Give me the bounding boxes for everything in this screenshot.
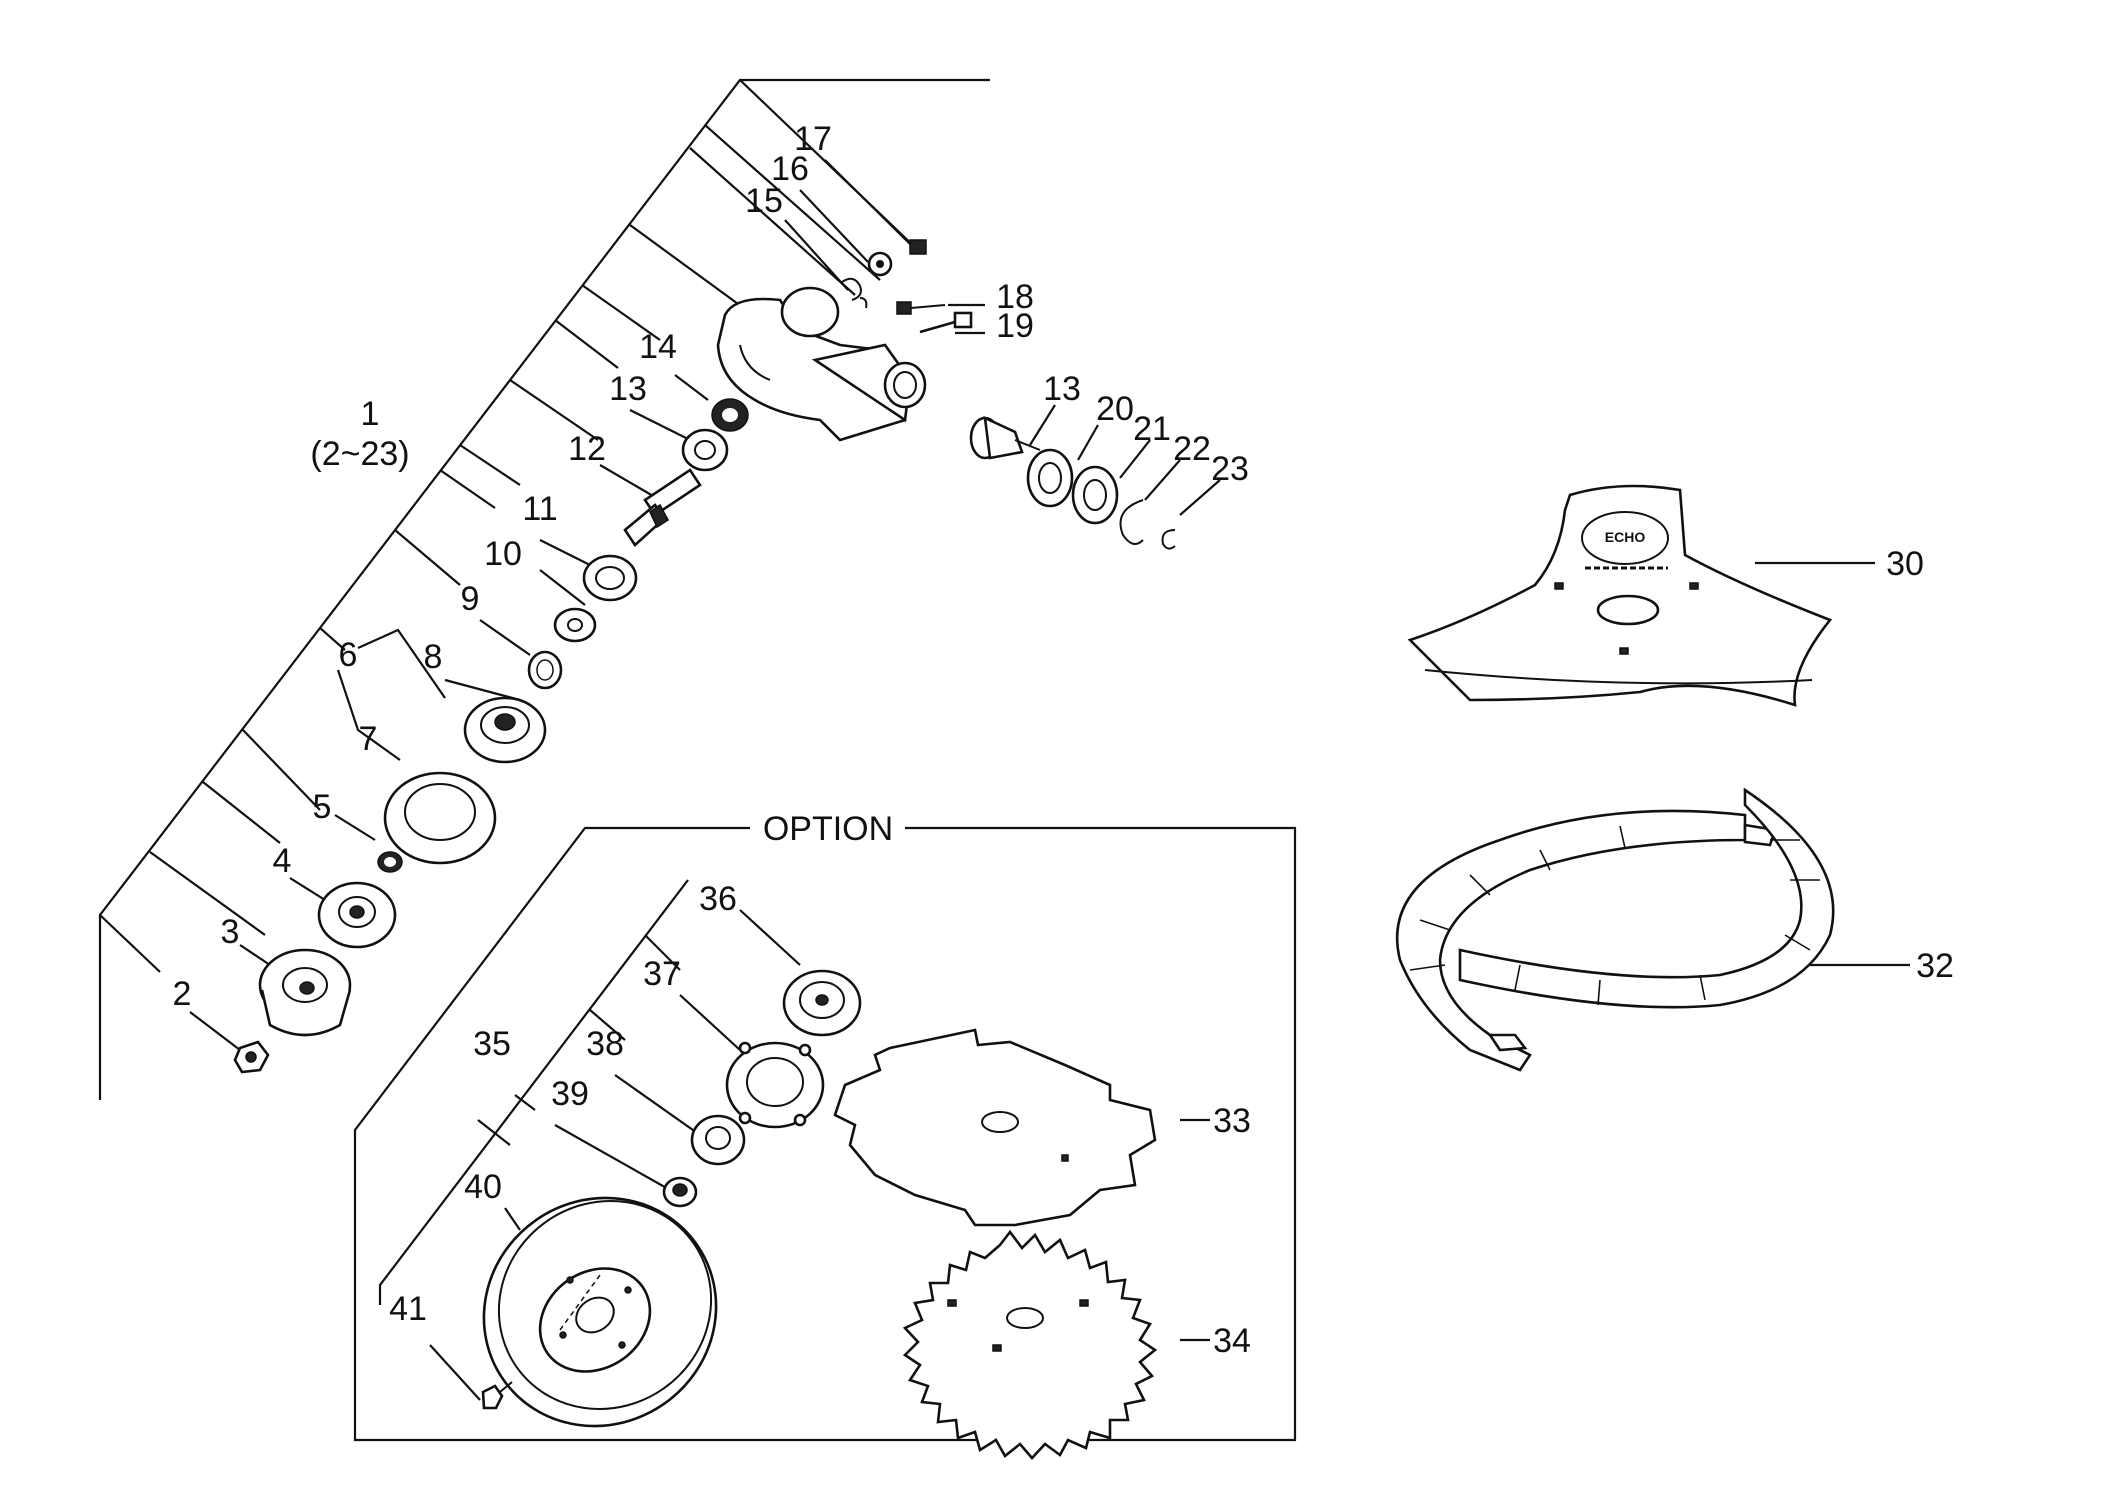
label-30: 30 bbox=[1886, 545, 1924, 583]
label-20: 20 bbox=[1096, 390, 1134, 428]
part-17-bolt bbox=[909, 239, 927, 255]
part-14-seal bbox=[711, 398, 749, 432]
label-8: 8 bbox=[424, 638, 443, 676]
option-title: OPTION bbox=[763, 810, 893, 848]
part-40-disc bbox=[482, 1196, 718, 1428]
part-9-ring bbox=[527, 650, 563, 690]
part-8-holder bbox=[463, 696, 547, 764]
gear-case bbox=[716, 286, 927, 442]
part-13-gear-left bbox=[681, 428, 729, 472]
part-22-snap-ring bbox=[1119, 499, 1144, 545]
part-23-snap-ring bbox=[1161, 529, 1176, 550]
label-16: 16 bbox=[771, 150, 809, 188]
part-18-screw bbox=[896, 301, 946, 315]
part-30-three-tooth-blade: ECHO bbox=[1407, 484, 1833, 707]
label-41: 41 bbox=[389, 1290, 427, 1328]
label-1: 1 bbox=[361, 395, 380, 433]
part-15-clip bbox=[841, 277, 862, 301]
part-10-plate bbox=[553, 607, 597, 643]
option-parts bbox=[481, 969, 1158, 1460]
label-1-range: (2~23) bbox=[310, 435, 409, 473]
part-5-washer bbox=[377, 851, 403, 873]
part-4-plate bbox=[317, 881, 397, 949]
blade-brand-logo: ECHO bbox=[1605, 529, 1646, 545]
label-12: 12 bbox=[568, 430, 606, 468]
label-35: 35 bbox=[473, 1025, 511, 1063]
label-22: 22 bbox=[1173, 430, 1211, 468]
label-2: 2 bbox=[173, 975, 192, 1013]
part-38-bearing bbox=[690, 1114, 746, 1166]
part-3-cup bbox=[258, 948, 352, 1037]
label-21: 21 bbox=[1133, 410, 1171, 448]
part-36-plate bbox=[782, 969, 862, 1037]
label-15: 15 bbox=[745, 182, 783, 220]
part-7-cover bbox=[383, 771, 497, 865]
label-18: 18 bbox=[996, 278, 1034, 316]
label-38: 38 bbox=[586, 1025, 624, 1063]
part-13-gear-right bbox=[969, 415, 1041, 460]
label-3: 3 bbox=[221, 913, 240, 951]
label-10: 10 bbox=[484, 535, 522, 573]
part-39-collar bbox=[662, 1176, 698, 1208]
label-40: 40 bbox=[464, 1168, 502, 1206]
label-7: 7 bbox=[359, 720, 378, 758]
right-shaft-parts bbox=[969, 415, 1176, 550]
label-39: 39 bbox=[551, 1075, 589, 1113]
label-36: 36 bbox=[699, 880, 737, 918]
label-32: 32 bbox=[1916, 947, 1954, 985]
label-17: 17 bbox=[794, 120, 832, 158]
label-19: 19 bbox=[996, 307, 1034, 345]
label-14: 14 bbox=[639, 328, 677, 366]
part-19-screw bbox=[919, 311, 973, 334]
label-23: 23 bbox=[1211, 450, 1249, 488]
part-11-bearing bbox=[582, 554, 638, 602]
label-37: 37 bbox=[643, 955, 681, 993]
label-6: 6 bbox=[339, 636, 358, 674]
label-33: 33 bbox=[1213, 1102, 1251, 1140]
part-37-holder bbox=[725, 1041, 825, 1129]
label-9: 9 bbox=[461, 580, 480, 618]
label-13-right: 13 bbox=[1043, 370, 1081, 408]
label-4: 4 bbox=[273, 842, 292, 880]
part-21-bearing bbox=[1071, 465, 1119, 525]
label-5: 5 bbox=[313, 788, 332, 826]
label-11: 11 bbox=[522, 490, 557, 528]
part-20-bearing bbox=[1026, 448, 1074, 508]
part-12-shaft bbox=[623, 468, 702, 547]
left-shaft-parts bbox=[233, 398, 749, 1074]
part-labels: 1 (2~23) 2 3 4 5 6 7 8 9 10 11 12 13 14 … bbox=[173, 120, 1954, 1360]
part-32-guard-band bbox=[1395, 787, 1835, 1072]
bolts-and-washers bbox=[841, 239, 973, 334]
part-33-4-tooth-blade bbox=[833, 1028, 1157, 1227]
label-13-left: 13 bbox=[609, 370, 647, 408]
part-2-nut bbox=[233, 1040, 270, 1074]
part-41-screw bbox=[481, 1381, 513, 1410]
part-34-saw-blade bbox=[902, 1229, 1158, 1460]
label-34: 34 bbox=[1213, 1322, 1251, 1360]
option-frame: OPTION bbox=[353, 810, 1297, 1442]
